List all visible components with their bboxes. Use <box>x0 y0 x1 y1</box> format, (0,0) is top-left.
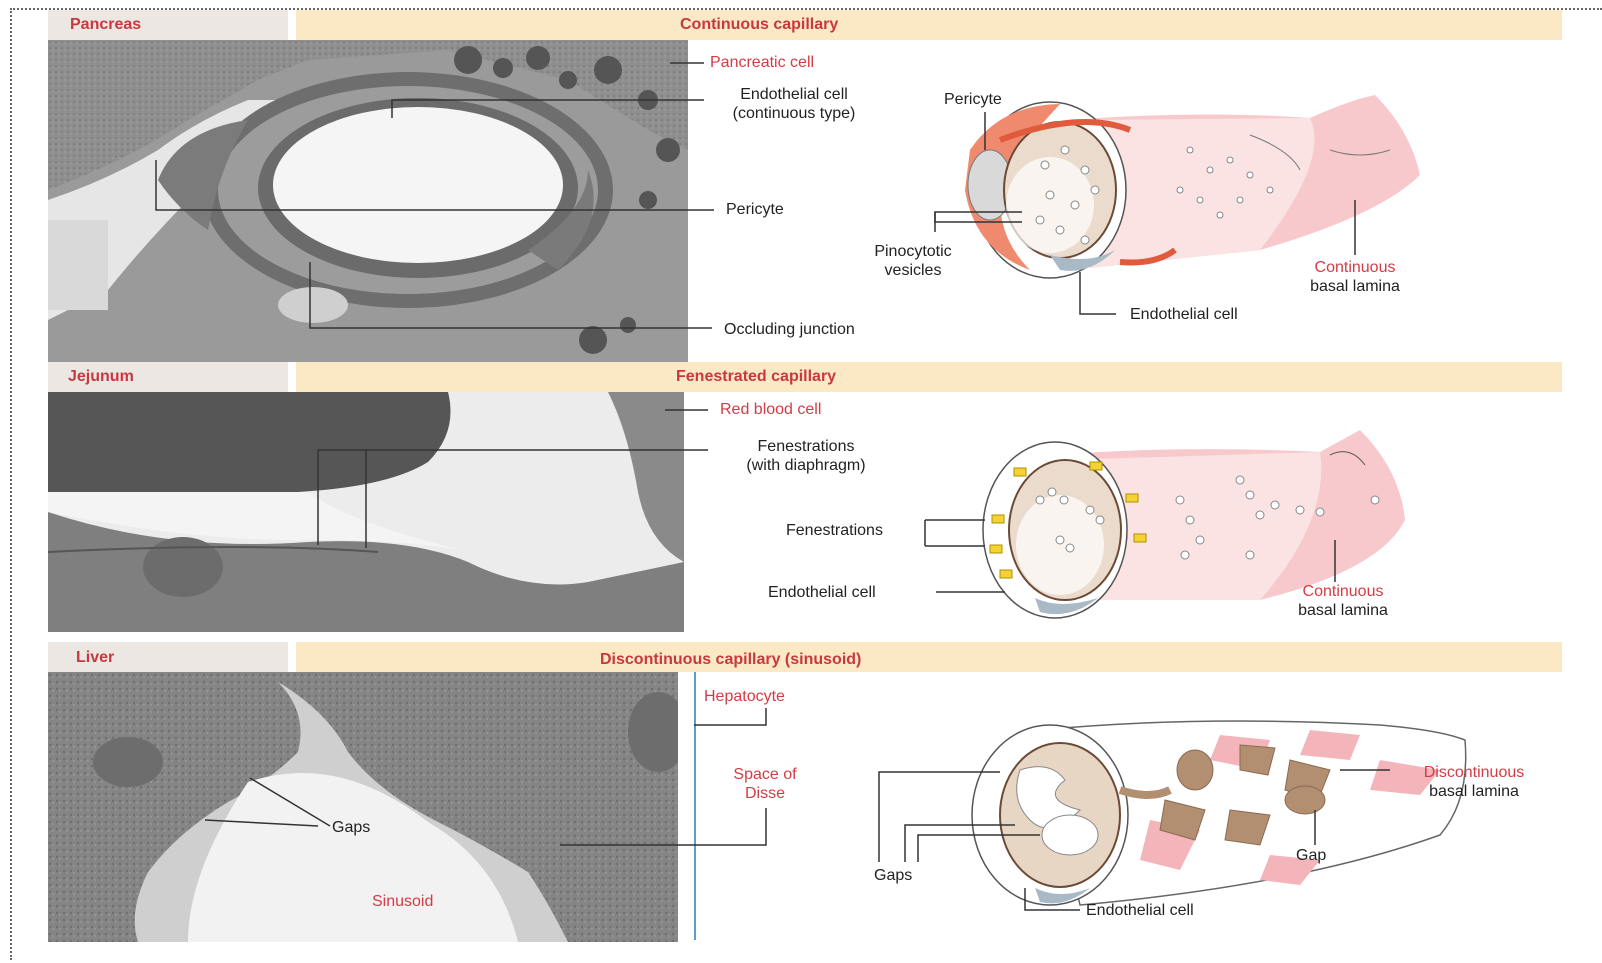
label-endothelial-cell-p2: Endothelial cell <box>768 583 876 602</box>
label-space-of-disse-line2: Disse <box>710 784 820 803</box>
label-space-of-disse-line1: Space of <box>710 765 820 784</box>
label-endothelial-cell-p3: Endothelial cell <box>1086 901 1194 920</box>
label-pericyte-diagram: Pericyte <box>944 90 1002 109</box>
label-continuous-basal-lamina-line2-p2: basal lamina <box>1278 601 1408 620</box>
label-pericyte-micrograph: Pericyte <box>726 200 784 219</box>
discontinuous-capillary-diagram <box>972 721 1466 905</box>
label-endothelial-cell-continuous-line1: Endothelial cell <box>704 85 884 104</box>
label-endothelial-cell-continuous-line2: (continuous type) <box>704 104 884 123</box>
label-pancreatic-cell: Pancreatic cell <box>710 53 814 72</box>
label-hepatocyte: Hepatocyte <box>704 687 785 706</box>
label-occluding-junction: Occluding junction <box>724 320 855 339</box>
label-red-blood-cell: Red blood cell <box>720 400 821 419</box>
label-endothelial-cell-p1: Endothelial cell <box>1130 305 1238 324</box>
label-fenestrations-line1: Fenestrations <box>718 437 894 456</box>
continuous-capillary-diagram <box>965 95 1420 278</box>
label-gaps-diagram: Gaps <box>874 866 912 885</box>
label-sinusoid: Sinusoid <box>372 892 433 911</box>
label-pinocytotic-line1: Pinocytotic <box>850 242 976 261</box>
label-continuous-basal-lamina-line1-p2: Continuous <box>1278 582 1408 601</box>
label-continuous-basal-lamina-line1-p1: Continuous <box>1290 258 1420 277</box>
label-fenestrations-diagram: Fenestrations <box>786 521 883 540</box>
label-pinocytotic-line2: vesicles <box>850 261 976 280</box>
label-discontinuous-basal-lamina-line1: Discontinuous <box>1396 763 1552 782</box>
label-fenestrations-line2: (with diaphragm) <box>718 456 894 475</box>
label-gaps-micrograph: Gaps <box>332 818 370 837</box>
label-discontinuous-basal-lamina-line2: basal lamina <box>1396 782 1552 801</box>
label-gap-diagram: Gap <box>1296 846 1326 865</box>
label-continuous-basal-lamina-line2-p1: basal lamina <box>1290 277 1420 296</box>
